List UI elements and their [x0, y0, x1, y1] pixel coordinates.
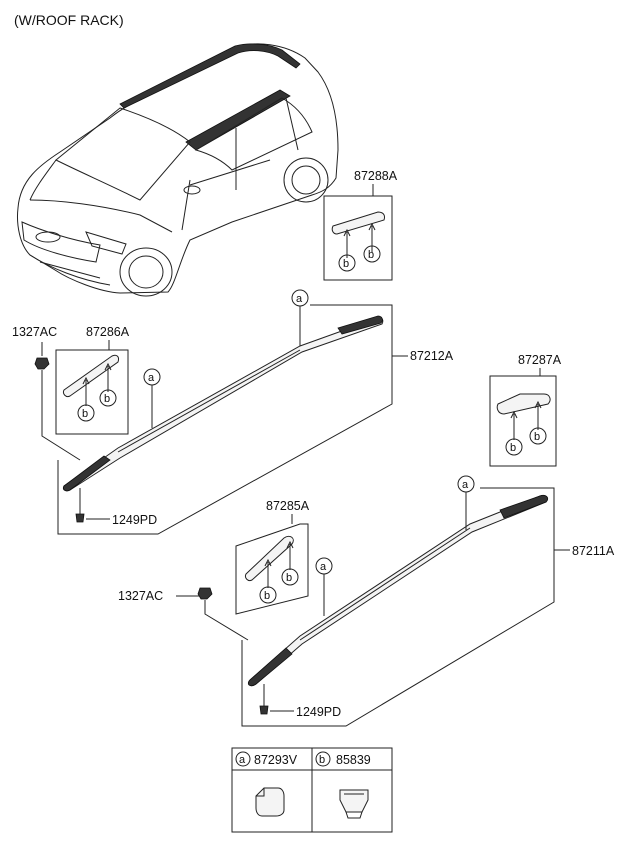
- rail-87212A: [63, 317, 384, 492]
- nut-1327AC-bottom: [197, 587, 213, 600]
- screw-1249PD-bottom: [259, 705, 269, 715]
- legend-a-code: 87293V: [254, 753, 298, 767]
- box-87287A: [489, 375, 557, 467]
- rail-end-front-87212A: [63, 455, 111, 492]
- part-1249PD-bottom-label: 1249PD: [296, 705, 341, 719]
- part-1249PD-top-label: 1249PD: [112, 513, 157, 527]
- box-87288A: [323, 195, 393, 281]
- screw-1249PD-top: [75, 513, 85, 523]
- legend-b-code: 85839: [336, 753, 371, 767]
- part-87286A-label: 87286A: [86, 325, 130, 339]
- part-87285A-label: 87285A: [266, 499, 310, 513]
- legend-marker-b: b: [319, 754, 325, 766]
- clip-87293V-icon: [255, 787, 285, 817]
- part-1327AC-top-label: 1327AC: [12, 325, 57, 339]
- marker-b: b: [264, 590, 270, 602]
- part-87211A-label: 87211A: [572, 544, 615, 558]
- cover-87288A: [331, 211, 385, 235]
- part-87288A-label: 87288A: [354, 169, 398, 183]
- rail-87211A: [247, 495, 549, 687]
- frame-87212A: [57, 304, 393, 535]
- marker-b: b: [510, 442, 516, 454]
- cover-87285A: [245, 535, 294, 581]
- legend-marker-a: a: [239, 754, 246, 766]
- frame-87211A: [241, 487, 555, 727]
- rail-end-front-87211A: [248, 647, 293, 687]
- rail-end-rear-87212A: [337, 315, 383, 335]
- marker-a: a: [320, 561, 327, 573]
- part-1327AC-bottom-label: 1327AC: [118, 589, 163, 603]
- cover-87286A: [63, 354, 119, 397]
- marker-a: a: [296, 293, 303, 305]
- marker-b: b: [368, 249, 374, 261]
- clip-85839-icon: [339, 789, 369, 813]
- marker-b: b: [104, 393, 110, 405]
- marker-b: b: [534, 431, 540, 443]
- marker-a: a: [462, 479, 469, 491]
- part-87212A-label: 87212A: [410, 349, 454, 363]
- box-87285A: [235, 523, 309, 615]
- part-87287A-label: 87287A: [518, 353, 562, 367]
- nut-1327AC-top: [34, 357, 50, 370]
- page-title: (W/ROOF RACK): [14, 12, 124, 28]
- box-87286A: [55, 349, 129, 435]
- cover-87287A: [496, 393, 551, 415]
- rail-end-rear-87211A: [499, 495, 548, 519]
- marker-b: b: [343, 258, 349, 270]
- legend-table: a 87293V b 85839: [231, 747, 393, 833]
- car-illustration: [17, 43, 339, 297]
- marker-a: a: [148, 372, 155, 384]
- marker-b: b: [82, 408, 88, 420]
- marker-b: b: [286, 572, 292, 584]
